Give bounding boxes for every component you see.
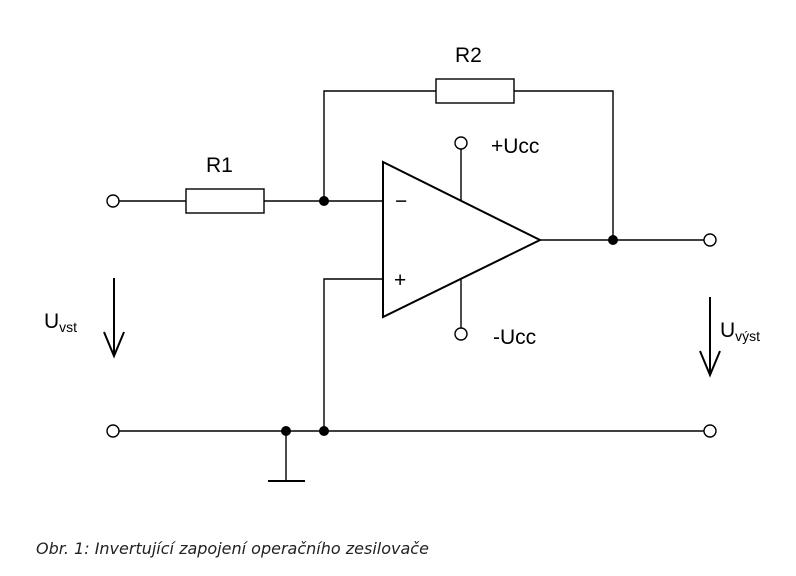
feedback-wire-left	[323, 90, 436, 201]
terminal-input	[106, 194, 120, 208]
input-voltage-label: Uvst	[44, 310, 77, 335]
junction-ground-left	[281, 426, 291, 436]
vcc-neg-label: -Ucc	[493, 326, 536, 349]
input-voltage-arrow-head	[103, 331, 125, 359]
output-voltage-label: Uvýst	[720, 319, 760, 344]
terminal-ground-left	[106, 424, 120, 438]
vcc-pos-label: +Ucc	[491, 135, 539, 158]
terminal-output	[703, 233, 717, 247]
junction-inverting-node	[319, 196, 329, 206]
r1-label: R1	[206, 154, 233, 177]
terminal-vcc-neg	[454, 327, 468, 341]
feedback-wire-right	[514, 90, 614, 240]
inverting-input-sign: −	[395, 190, 407, 213]
inverting-amplifier-schematic: − + R1 R2 +Ucc -Ucc Uvst Uvýst	[44, 44, 760, 482]
output-voltage-arrow-head	[699, 350, 721, 378]
figure-caption: Obr. 1: Invertující zapojení operačního …	[36, 539, 429, 558]
non-inverting-input-sign: +	[394, 269, 406, 292]
resistor-r2	[435, 78, 515, 104]
junction-output-node	[608, 235, 618, 245]
terminal-vcc-pos	[454, 136, 468, 150]
r2-label: R2	[455, 44, 482, 67]
resistor-r1	[185, 188, 265, 214]
junction-ground-right	[319, 426, 329, 436]
terminal-ground-right	[703, 424, 717, 438]
non-inverting-wire	[323, 278, 383, 431]
